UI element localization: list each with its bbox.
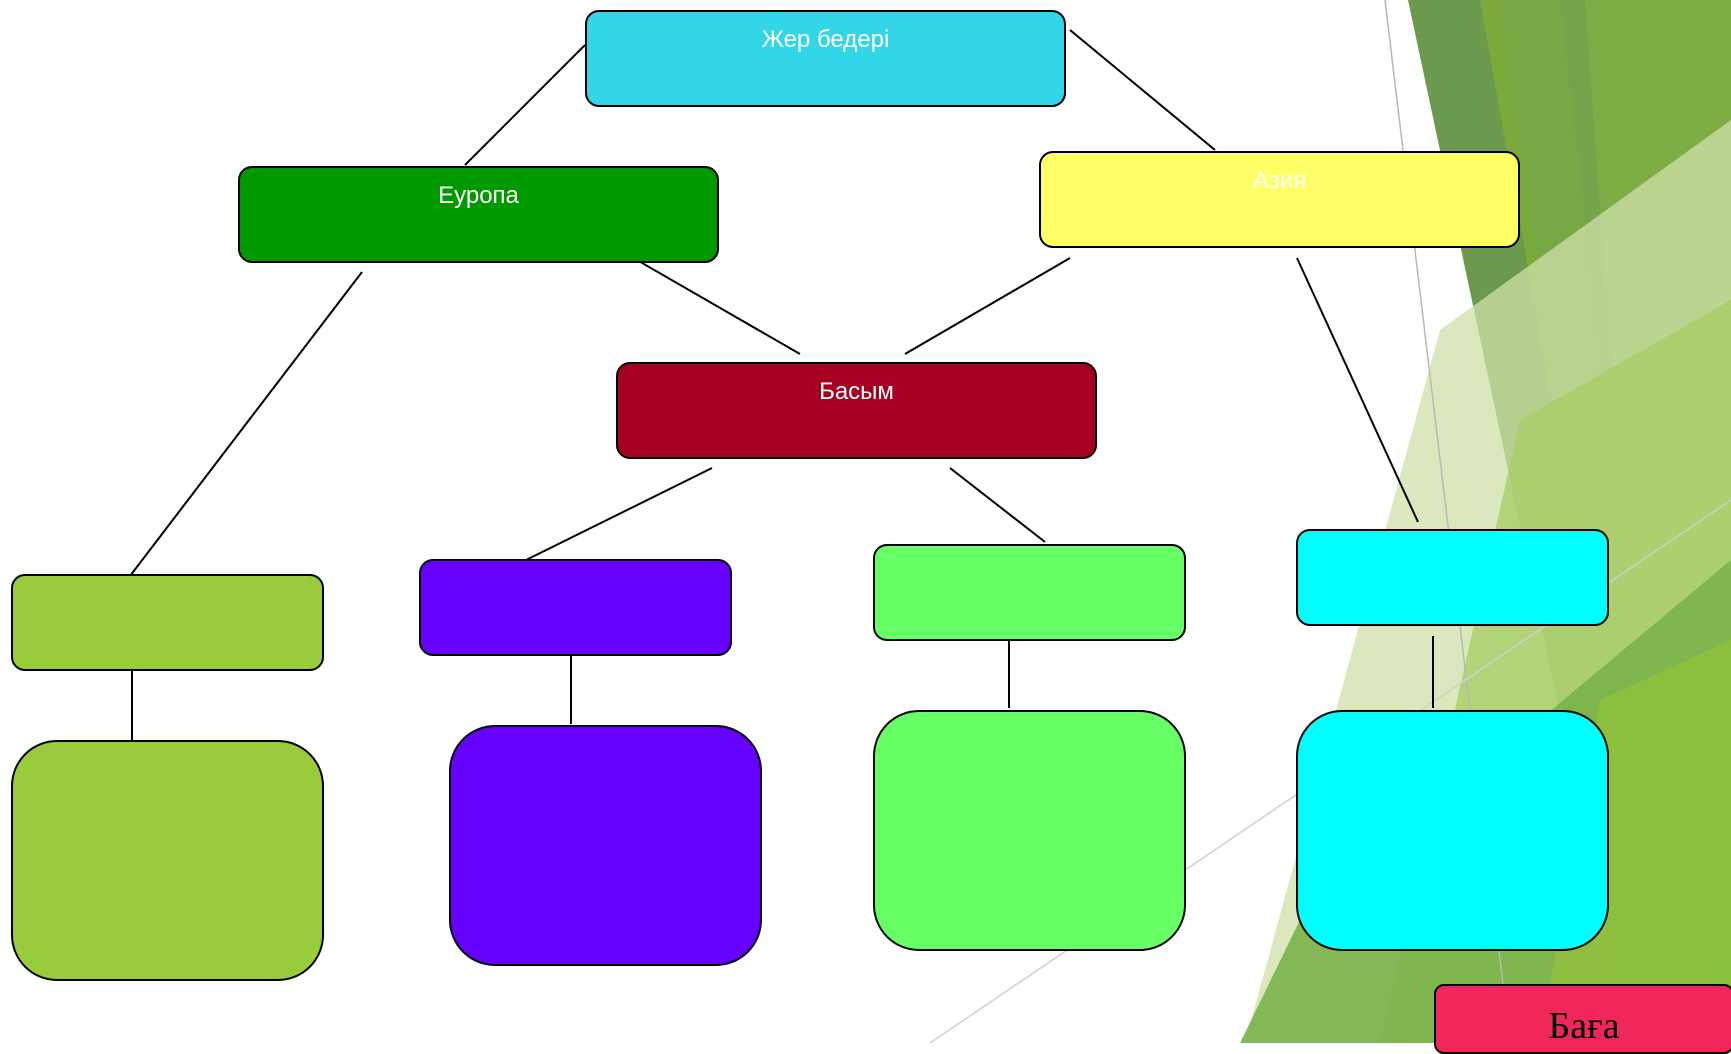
level4-node-1 (11, 740, 324, 981)
level3-node-2 (419, 559, 732, 656)
connector-europe-predominant (629, 255, 801, 355)
europe-node-label: Еуропа (438, 182, 519, 209)
asia-node-label: Азия (1252, 167, 1307, 194)
connector-root-asia (1069, 29, 1216, 151)
grade-button-label: Баға (1548, 1005, 1620, 1047)
connector-root-europe (464, 44, 586, 166)
connector-europe-level3-1 (129, 271, 363, 577)
grade-button[interactable]: Баға (1434, 984, 1731, 1054)
level3-node-4 (1296, 529, 1609, 626)
level3-node-3 (873, 544, 1186, 641)
root-node-label: Жер бедері (761, 26, 890, 53)
connector-asia-predominant (904, 257, 1071, 355)
asia-node: Азия (1039, 151, 1520, 248)
connector-predominant-level3-3 (949, 467, 1046, 543)
level4-node-3 (873, 710, 1186, 951)
predominant-node: Басым (616, 362, 1097, 459)
europe-node: Еуропа (238, 166, 719, 263)
predominant-node-label: Басым (819, 378, 894, 405)
level3-node-1 (11, 574, 324, 671)
level4-node-4 (1296, 710, 1609, 951)
root-node-relief: Жер бедері (585, 10, 1066, 107)
level4-node-2 (449, 725, 762, 966)
connector-predominant-level3-2 (521, 467, 713, 563)
connector-asia-level3-4 (1296, 257, 1419, 523)
